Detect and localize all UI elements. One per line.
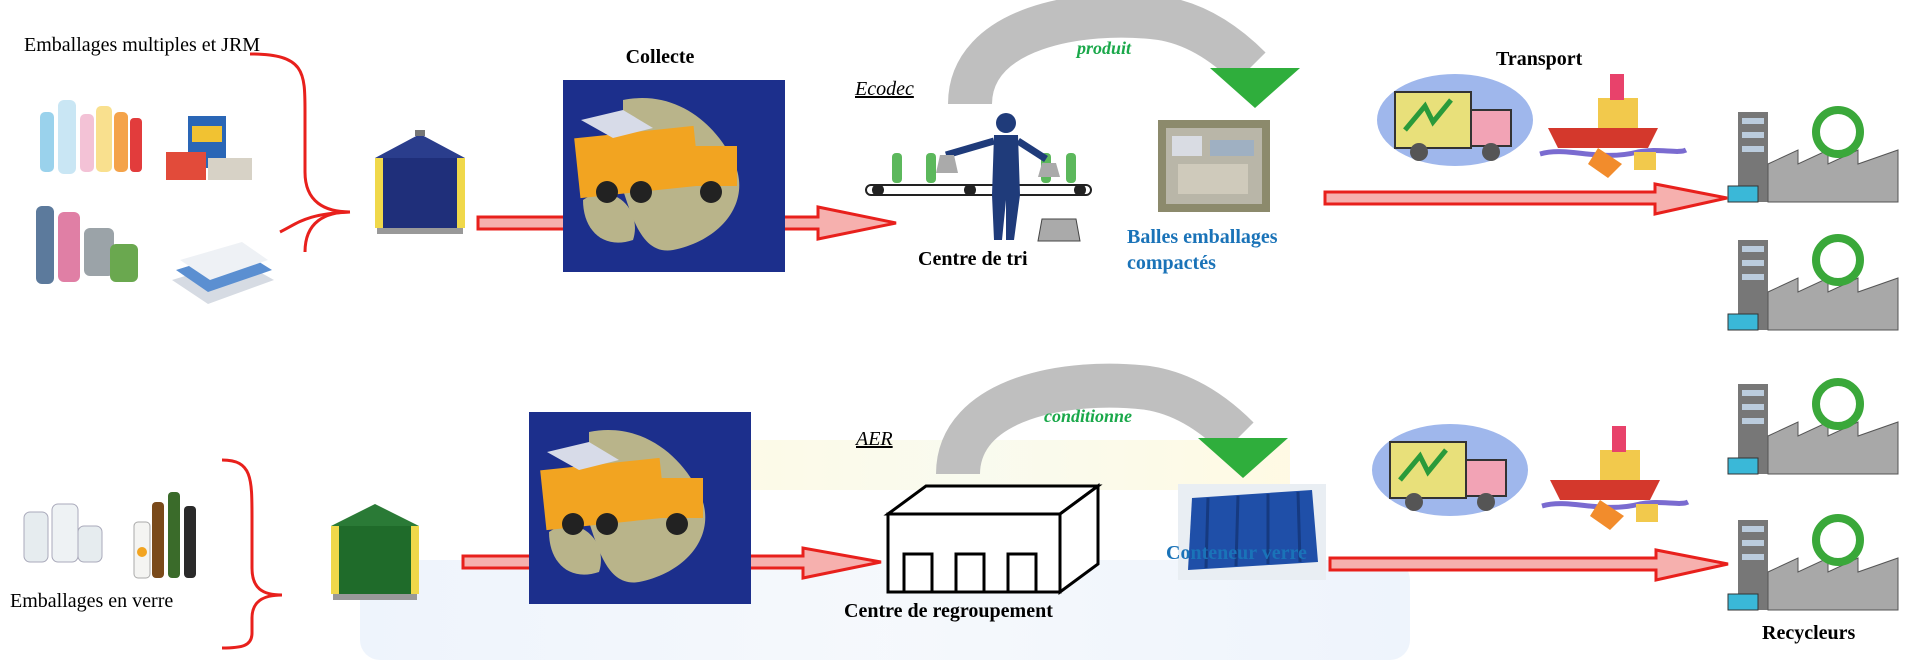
brace-bottom <box>221 458 283 650</box>
centre-de-regroupement-label: Centre de regroupement <box>844 600 1053 622</box>
plastic-bottles-image <box>40 100 142 174</box>
cartons-image <box>166 116 252 180</box>
recycling-factory-icon-1 <box>1727 106 1899 203</box>
produit-label: produit <box>1077 38 1132 58</box>
recycling-factory-icon-4 <box>1727 514 1899 611</box>
bottom-source-label: Emballages en verre <box>10 590 174 612</box>
conteneur-verre-label: Conteneur verre <box>1166 542 1307 564</box>
top-source-label: Emballages multiples et JRM <box>24 34 261 56</box>
brace-top <box>249 52 351 253</box>
conditionne-label: conditionne <box>1044 406 1133 426</box>
arrow-to-recycleur-top <box>1323 182 1728 216</box>
green-collection-bin <box>331 504 419 600</box>
map-truck-image-top <box>563 80 785 272</box>
truck-transport-icon-bottom <box>1372 424 1528 516</box>
glass-container-image <box>1178 484 1326 580</box>
ecodec-label: Ecodec <box>855 78 914 100</box>
transport-label: Transport <box>1496 48 1583 70</box>
warehouse-icon <box>883 483 1103 595</box>
aer-label: AER <box>856 428 893 450</box>
centre-de-tri-label: Centre de tri <box>918 248 1028 270</box>
glass-bottles-image <box>133 492 196 579</box>
map-truck-image-bottom <box>529 412 751 604</box>
recycleurs-label: Recycleurs <box>1762 622 1856 644</box>
truck-transport-icon-top <box>1377 74 1533 166</box>
arrow-to-recycleur-bottom <box>1328 548 1729 582</box>
process-arrow-top <box>948 0 1300 108</box>
compacted-bales-image <box>1158 120 1270 212</box>
sorting-conveyor-icon <box>865 113 1092 242</box>
glass-jars-image <box>23 503 103 563</box>
newspapers-image <box>172 242 274 304</box>
recycling-factory-icon-2 <box>1727 234 1899 331</box>
cans-image <box>36 206 138 284</box>
ship-icon-bottom <box>1541 426 1690 530</box>
ship-icon-top <box>1539 74 1688 178</box>
process-arrow-bottom <box>936 363 1288 478</box>
balles-label: Balles emballages compactés <box>1127 226 1278 274</box>
collecte-label: Collecte <box>625 46 695 68</box>
blue-collection-bin <box>375 130 465 234</box>
recycling-factory-icon-3 <box>1727 378 1899 475</box>
